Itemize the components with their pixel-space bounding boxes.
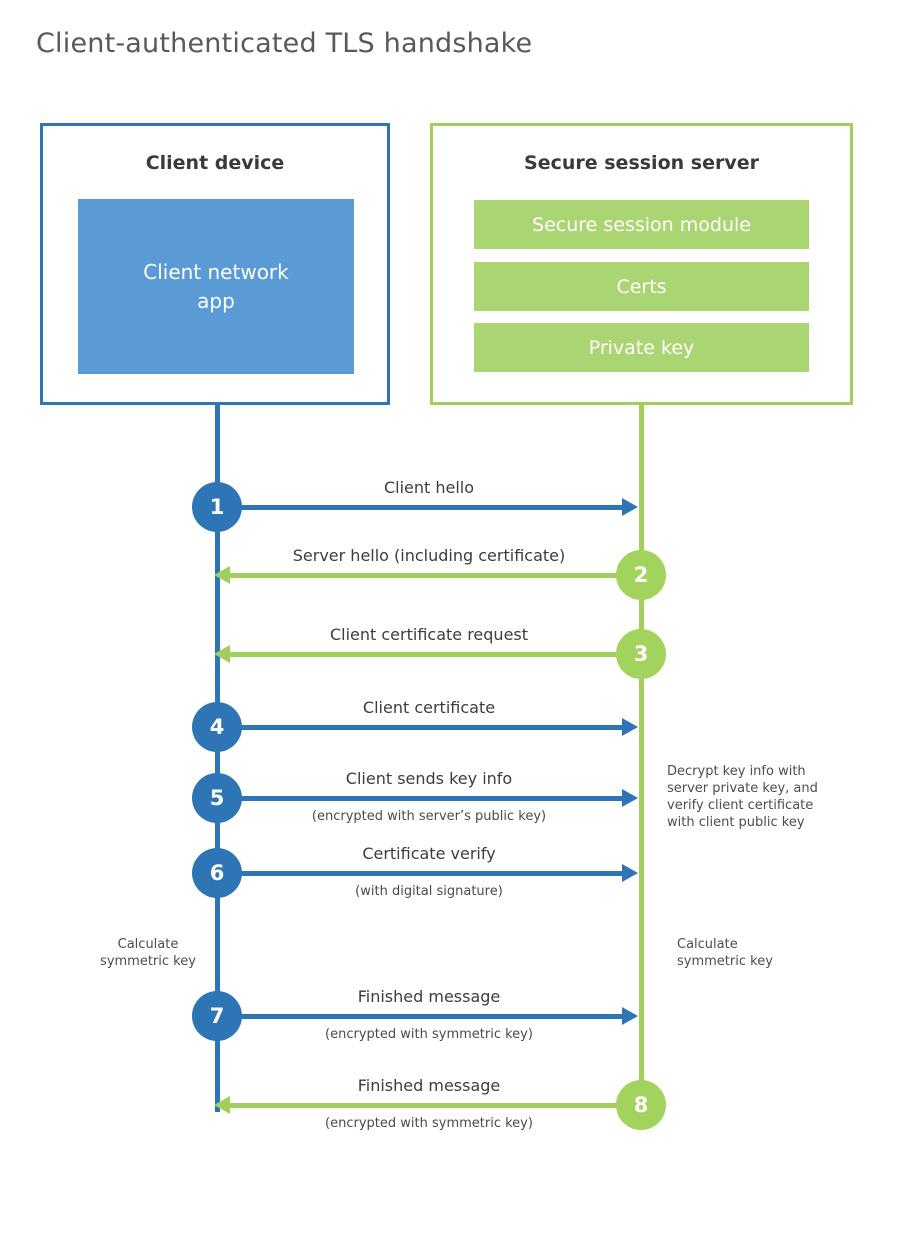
server-module-private-key: Private key: [474, 323, 809, 372]
message-sublabel: (with digital signature): [355, 884, 503, 899]
client-network-app-box: Client network app: [78, 199, 354, 374]
arrow-shaft: [240, 1014, 624, 1019]
secure-session-server-box: Secure session server Secure session mod…: [430, 123, 853, 405]
message-label: Certificate verify: [362, 844, 496, 863]
arrowhead-right-icon: [622, 718, 638, 736]
message-label: Server hello (including certificate): [292, 546, 566, 565]
arrowhead-right-icon: [622, 789, 638, 807]
arrowhead-right-icon: [622, 864, 638, 882]
client-lifeline: [215, 405, 220, 1112]
message-sublabel: (encrypted with symmetric key): [325, 1027, 533, 1042]
step-number-badge: 8: [616, 1080, 666, 1130]
server-lifeline: [639, 405, 644, 1108]
arrowhead-right-icon: [622, 1007, 638, 1025]
step-number-badge: 3: [616, 629, 666, 679]
server-title: Secure session server: [524, 152, 759, 174]
arrowhead-left-icon: [214, 645, 230, 663]
arrowhead-left-icon: [214, 1096, 230, 1114]
decrypt-key-note: Decrypt key info with server private key…: [667, 764, 818, 830]
step-number-badge: 2: [616, 550, 666, 600]
client-device-title: Client device: [145, 152, 285, 174]
arrow-shaft: [230, 652, 616, 657]
message-label: Finished message: [357, 987, 501, 1006]
step-number-badge: 5: [192, 773, 242, 823]
step-number-badge: 4: [192, 702, 242, 752]
message-label: Finished message: [357, 1076, 501, 1095]
client-device-box: Client device Client network app: [40, 123, 390, 405]
server-module-secure-session: Secure session module: [474, 200, 809, 249]
message-label: Client certificate: [362, 698, 496, 717]
server-module-certs: Certs: [474, 262, 809, 311]
step-number-badge: 1: [192, 482, 242, 532]
arrowhead-right-icon: [622, 498, 638, 516]
message-label: Client hello: [383, 478, 475, 497]
message-label: Client certificate request: [329, 625, 529, 644]
page-title: Client-authenticated TLS handshake: [36, 28, 533, 59]
calculate-symmetric-key-note-server: Calculate symmetric key: [677, 937, 773, 969]
step-number-badge: 6: [192, 848, 242, 898]
message-label: Client sends key info: [345, 769, 513, 788]
arrowhead-left-icon: [214, 566, 230, 584]
message-sublabel: (encrypted with server’s public key): [311, 809, 547, 824]
calculate-symmetric-key-note-client: Calculate symmetric key: [100, 937, 196, 969]
arrow-shaft: [240, 871, 624, 876]
step-number-badge: 7: [192, 991, 242, 1041]
arrow-shaft: [230, 573, 616, 578]
arrow-shaft: [240, 725, 624, 730]
arrow-shaft: [240, 505, 624, 510]
arrow-shaft: [230, 1103, 616, 1108]
arrow-shaft: [240, 796, 624, 801]
message-sublabel: (encrypted with symmetric key): [325, 1116, 533, 1131]
